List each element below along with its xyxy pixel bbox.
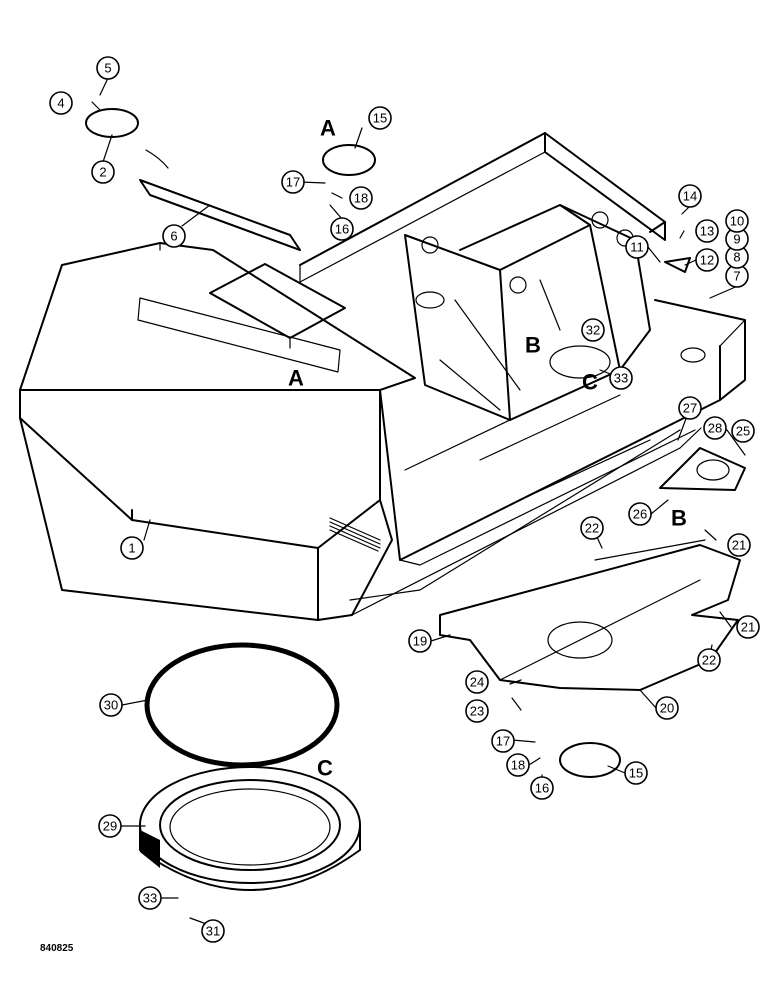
svg-text:17: 17 (496, 734, 510, 749)
svg-text:6: 6 (170, 229, 177, 244)
callout-15-top: 15 (368, 106, 392, 130)
callout-19: 19 (408, 629, 432, 653)
view-label-a-top: A (320, 116, 336, 141)
callout-28: 28 (703, 416, 727, 440)
view-label-b-frame: B (525, 333, 541, 358)
svg-text:22: 22 (702, 653, 716, 668)
svg-text:25: 25 (736, 424, 750, 439)
svg-text:29: 29 (103, 819, 117, 834)
bottom-plates (439, 539, 741, 691)
swing-ring-seal (144, 642, 340, 768)
callout-32: 32 (581, 318, 605, 342)
svg-text:20: 20 (660, 701, 674, 716)
svg-text:23: 23 (470, 704, 484, 719)
svg-text:18: 18 (511, 758, 525, 773)
svg-text:30: 30 (104, 698, 118, 713)
svg-text:16: 16 (535, 781, 549, 796)
view-label-c-frame: C (582, 370, 598, 395)
svg-text:12: 12 (700, 253, 714, 268)
view-label-c-bearing: C (317, 756, 333, 781)
svg-text:1: 1 (128, 541, 135, 556)
svg-text:18: 18 (354, 191, 368, 206)
callout-25: 25 (731, 419, 755, 443)
svg-text:24: 24 (470, 675, 484, 690)
view-label-b-pad: B (671, 506, 687, 531)
drawing-code: 840825 (40, 943, 74, 954)
swing-bearing (139, 766, 361, 891)
svg-text:2: 2 (99, 165, 106, 180)
callout-33-top: 33 (609, 366, 633, 390)
callout-16-bottom: 16 (530, 776, 554, 800)
callout-1: 1 (120, 536, 144, 560)
svg-text:5: 5 (104, 61, 111, 76)
callout-23: 23 (465, 699, 489, 723)
svg-text:32: 32 (586, 323, 600, 338)
svg-text:4: 4 (57, 96, 64, 111)
callout-27: 27 (678, 396, 702, 420)
callout-20: 20 (655, 696, 679, 720)
callout-bubbles: 1 2 4 5 6 7 8 9 10 11 12 13 14 15 15 16 … (49, 56, 760, 943)
callout-9: 9 (725, 227, 749, 251)
callout-22-top: 22 (580, 516, 604, 540)
callout-29: 29 (98, 814, 122, 838)
callout-4: 4 (49, 91, 73, 115)
callout-2: 2 (91, 160, 115, 184)
svg-text:19: 19 (413, 634, 427, 649)
callout-18-bottom: 18 (506, 753, 530, 777)
callout-24: 24 (465, 670, 489, 694)
svg-text:14: 14 (683, 189, 697, 204)
callout-22-bottom: 22 (697, 648, 721, 672)
cover-plates (85, 108, 746, 778)
svg-text:21: 21 (741, 620, 755, 635)
callout-21-top: 21 (727, 533, 751, 557)
svg-text:13: 13 (700, 224, 714, 239)
svg-text:11: 11 (630, 240, 644, 255)
callout-33-bottom: 33 (138, 886, 162, 910)
callout-14: 14 (678, 184, 702, 208)
svg-text:17: 17 (286, 175, 300, 190)
callout-15-bottom: 15 (624, 761, 648, 785)
svg-text:15: 15 (629, 766, 643, 781)
callout-6: 6 (162, 224, 186, 248)
view-label-a-frame: A (288, 366, 304, 391)
svg-text:28: 28 (708, 421, 722, 436)
callout-13: 13 (695, 219, 719, 243)
svg-text:21: 21 (732, 538, 746, 553)
svg-text:15: 15 (373, 111, 387, 126)
callout-17-bottom: 17 (491, 729, 515, 753)
callout-10: 10 (725, 209, 749, 233)
svg-text:16: 16 (335, 222, 349, 237)
callout-11: 11 (625, 235, 649, 259)
callout-30: 30 (99, 693, 123, 717)
callout-17-top: 17 (281, 170, 305, 194)
svg-text:31: 31 (206, 924, 220, 939)
svg-text:7: 7 (733, 269, 740, 284)
callout-16-top: 16 (330, 217, 354, 241)
svg-text:33: 33 (143, 891, 157, 906)
callout-26: 26 (628, 502, 652, 526)
svg-text:26: 26 (633, 507, 647, 522)
svg-text:8: 8 (733, 250, 740, 265)
svg-text:22: 22 (585, 521, 599, 536)
upper-frame-assembly (19, 132, 746, 621)
callout-18-top: 18 (349, 186, 373, 210)
svg-text:33: 33 (614, 371, 628, 386)
callout-31: 31 (201, 919, 225, 943)
svg-text:9: 9 (733, 232, 740, 247)
callout-12: 12 (695, 248, 719, 272)
callout-5: 5 (96, 56, 120, 80)
callout-21-bottom: 21 (736, 615, 760, 639)
svg-text:10: 10 (730, 214, 744, 229)
svg-text:27: 27 (683, 401, 697, 416)
